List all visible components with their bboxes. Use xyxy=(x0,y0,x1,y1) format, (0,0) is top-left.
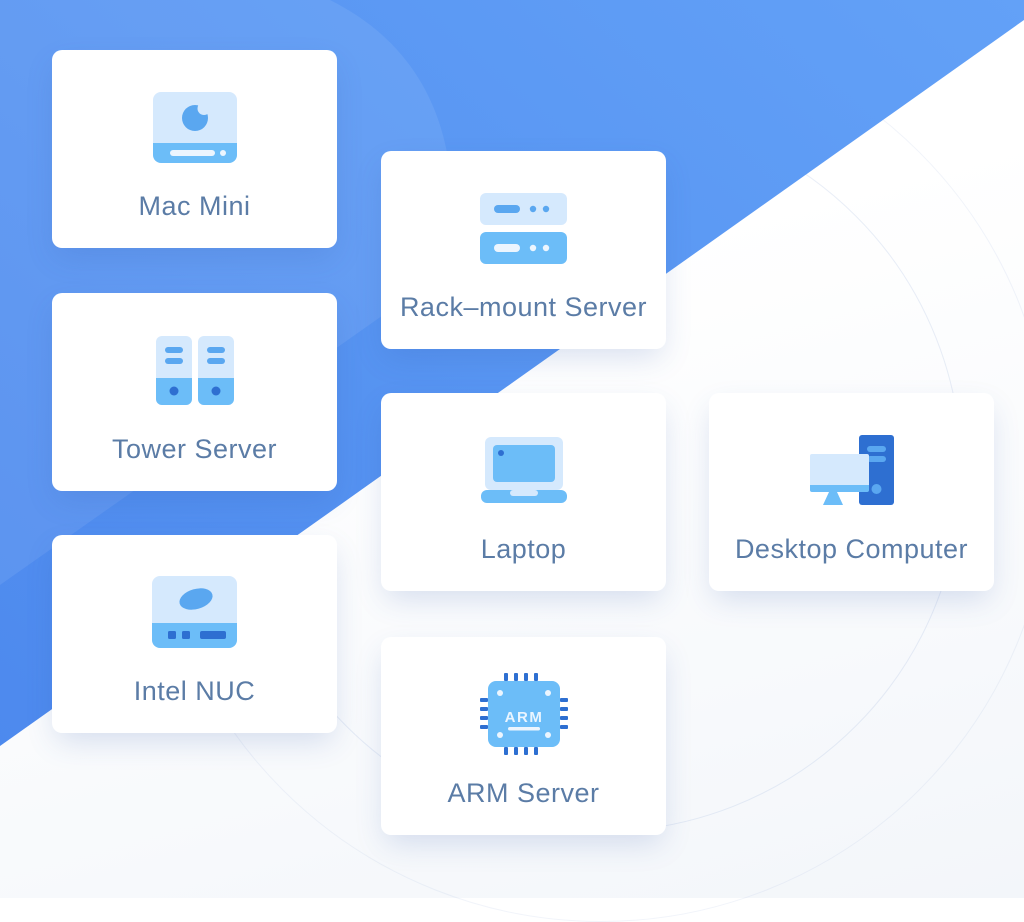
device-card-rack-mount-server[interactable]: Rack–mount Server xyxy=(381,151,666,349)
device-label: Desktop Computer xyxy=(734,534,969,564)
mac-mini-icon xyxy=(152,86,237,168)
desktop-computer-icon xyxy=(809,429,894,511)
arm-server-icon: ARM xyxy=(479,673,568,755)
laptop-icon xyxy=(480,429,567,511)
device-label: Tower Server xyxy=(111,434,278,464)
rack-mount-server-icon xyxy=(480,187,567,269)
device-card-desktop-computer[interactable]: Desktop Computer xyxy=(709,393,994,591)
device-label: ARM Server xyxy=(447,778,600,808)
device-card-arm-server[interactable]: ARM ARM Server xyxy=(381,637,666,835)
device-label: Mac Mini xyxy=(138,191,251,221)
device-card-intel-nuc[interactable]: Intel NUC xyxy=(52,535,337,733)
device-card-laptop[interactable]: Laptop xyxy=(381,393,666,591)
device-label: Rack–mount Server xyxy=(399,292,648,322)
device-card-mac-mini[interactable]: Mac Mini xyxy=(52,50,337,248)
arm-chip-text: ARM xyxy=(504,709,543,726)
device-label: Intel NUC xyxy=(133,676,256,706)
device-card-tower-server[interactable]: Tower Server xyxy=(52,293,337,491)
device-label: Laptop xyxy=(480,534,567,564)
tower-server-icon xyxy=(155,329,234,411)
intel-nuc-icon xyxy=(152,571,237,653)
